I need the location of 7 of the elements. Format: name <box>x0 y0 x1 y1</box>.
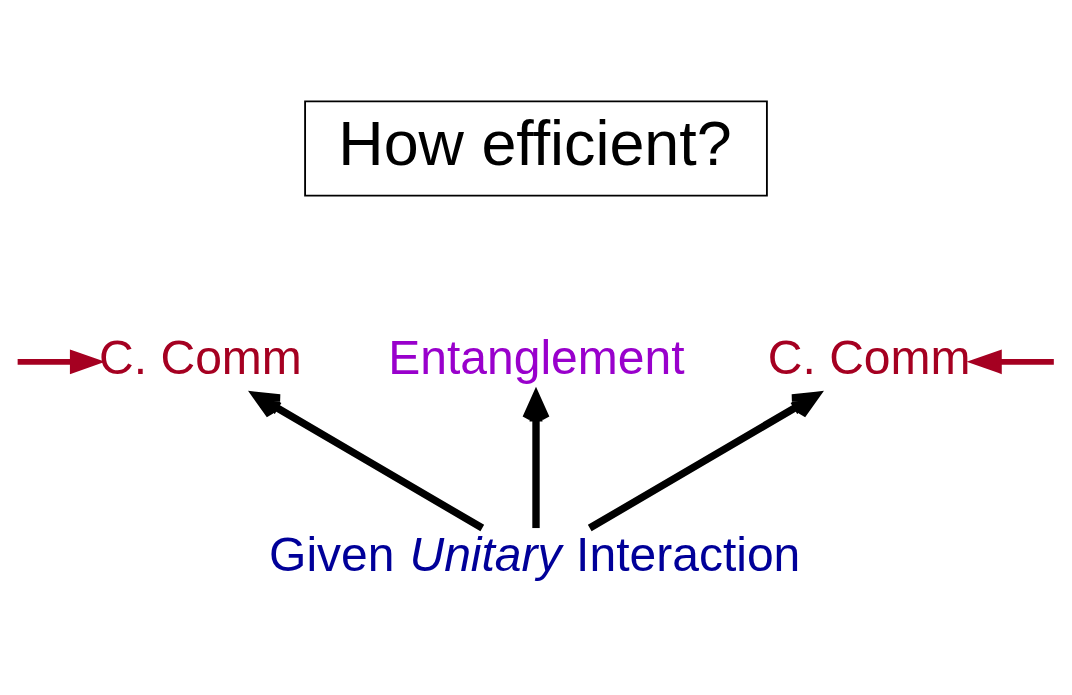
node-text: Given Unitary Interaction <box>269 527 801 581</box>
node-text: C. Comm <box>767 329 971 383</box>
node-box: How efficient? <box>304 99 768 197</box>
arrow <box>17 349 106 374</box>
node-text: C. Comm <box>99 329 302 383</box>
node-text: Entanglement <box>388 329 685 383</box>
arrow <box>966 349 1054 374</box>
